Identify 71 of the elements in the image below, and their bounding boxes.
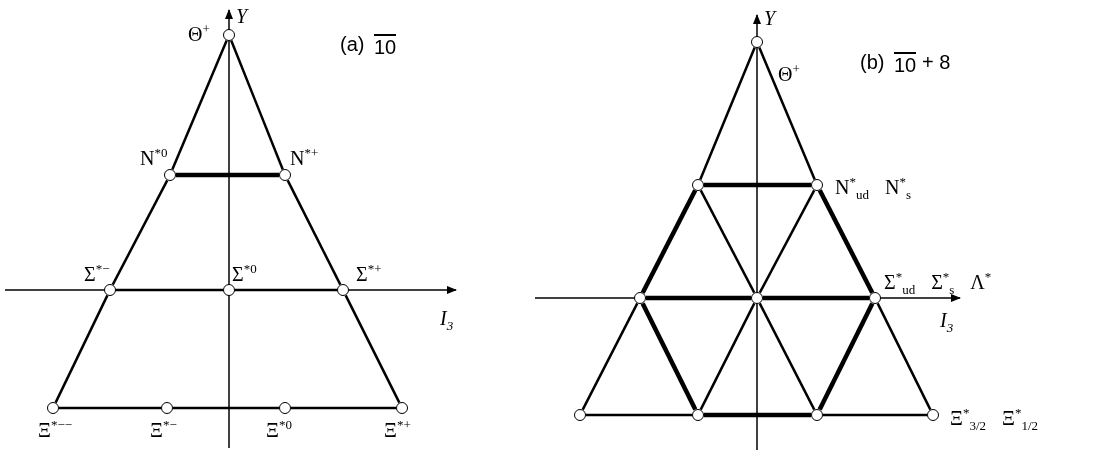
weight-point: [574, 409, 586, 421]
weight-point: [396, 402, 408, 414]
panel-label: (b): [860, 52, 885, 72]
particle-label: Θ$^{+}$: [188, 22, 210, 44]
particle-label: Λ$^{*}$: [970, 270, 992, 292]
weight-line: [291, 406, 396, 410]
weight-line: [344, 294, 401, 404]
weight-line: [640, 189, 698, 294]
weight-line: [640, 302, 698, 411]
weight-line: [59, 406, 161, 410]
particle-label: Σ$^{*−}$: [84, 262, 110, 284]
axis-label: Y: [236, 6, 248, 26]
weight-line: [586, 413, 692, 417]
panel-label: 10: [374, 34, 397, 57]
weight-line: [176, 172, 279, 178]
particle-label: Σ$^{*+}$: [356, 262, 382, 284]
weight-point: [811, 179, 823, 191]
weight-line: [171, 40, 228, 170]
weight-line: [581, 302, 639, 411]
weight-point: [161, 402, 173, 414]
weight-point: [104, 284, 116, 296]
weight-point: [279, 169, 291, 181]
axis-label: I$_{3}$: [940, 310, 954, 334]
weight-line: [230, 40, 284, 170]
weight-point: [692, 179, 704, 191]
weight-line: [111, 179, 169, 286]
weight-line: [817, 302, 875, 411]
weight-point: [164, 169, 176, 181]
weight-line: [699, 189, 756, 294]
particle-label: Ξ$^{*+}$: [384, 418, 411, 440]
weight-line: [646, 295, 751, 301]
weight-line: [817, 189, 875, 294]
weight-point: [223, 284, 235, 296]
weight-point: [634, 292, 646, 304]
weight-line: [876, 302, 932, 411]
weight-point: [869, 292, 881, 304]
weight-line: [54, 294, 109, 404]
weight-point: [927, 409, 939, 421]
weight-point: [47, 402, 59, 414]
weight-line: [699, 302, 756, 411]
particle-label: N$^{*+}$: [290, 146, 319, 168]
particle-label: Σ$^{*0}$: [232, 262, 257, 284]
weight-line: [758, 47, 816, 180]
weight-line: [173, 406, 279, 410]
weight-line: [116, 288, 223, 292]
weight-point: [751, 292, 763, 304]
axis-label: Y: [764, 8, 776, 28]
weight-line: [763, 295, 869, 301]
weight-line: [704, 182, 811, 188]
weight-point: [751, 36, 763, 48]
panel-label: + 8: [922, 52, 951, 72]
panel-label: (a): [340, 34, 365, 54]
weight-line: [758, 189, 816, 294]
weight-line: [286, 179, 342, 286]
panel-label: 10: [894, 52, 917, 75]
particle-label: Ξ$^{*0}$: [266, 418, 292, 440]
particle-label: Ξ$^{*−−}$: [38, 418, 73, 440]
particle-label: Ξ$^{*−}$: [150, 418, 177, 440]
weight-point: [337, 284, 349, 296]
weight-line: [758, 302, 816, 411]
weight-point: [811, 409, 823, 421]
particle-label: Θ$^{+}$: [778, 62, 800, 84]
weight-point: [692, 409, 704, 421]
weight-point: [279, 402, 291, 414]
axis-label: I$_{3}$: [440, 308, 454, 332]
weight-line: [704, 412, 811, 418]
weight-point: [223, 29, 235, 41]
weight-line: [235, 288, 337, 292]
weight-line: [823, 413, 927, 417]
weight-line: [699, 47, 756, 180]
particle-label: N$^{*0}$: [140, 146, 168, 168]
